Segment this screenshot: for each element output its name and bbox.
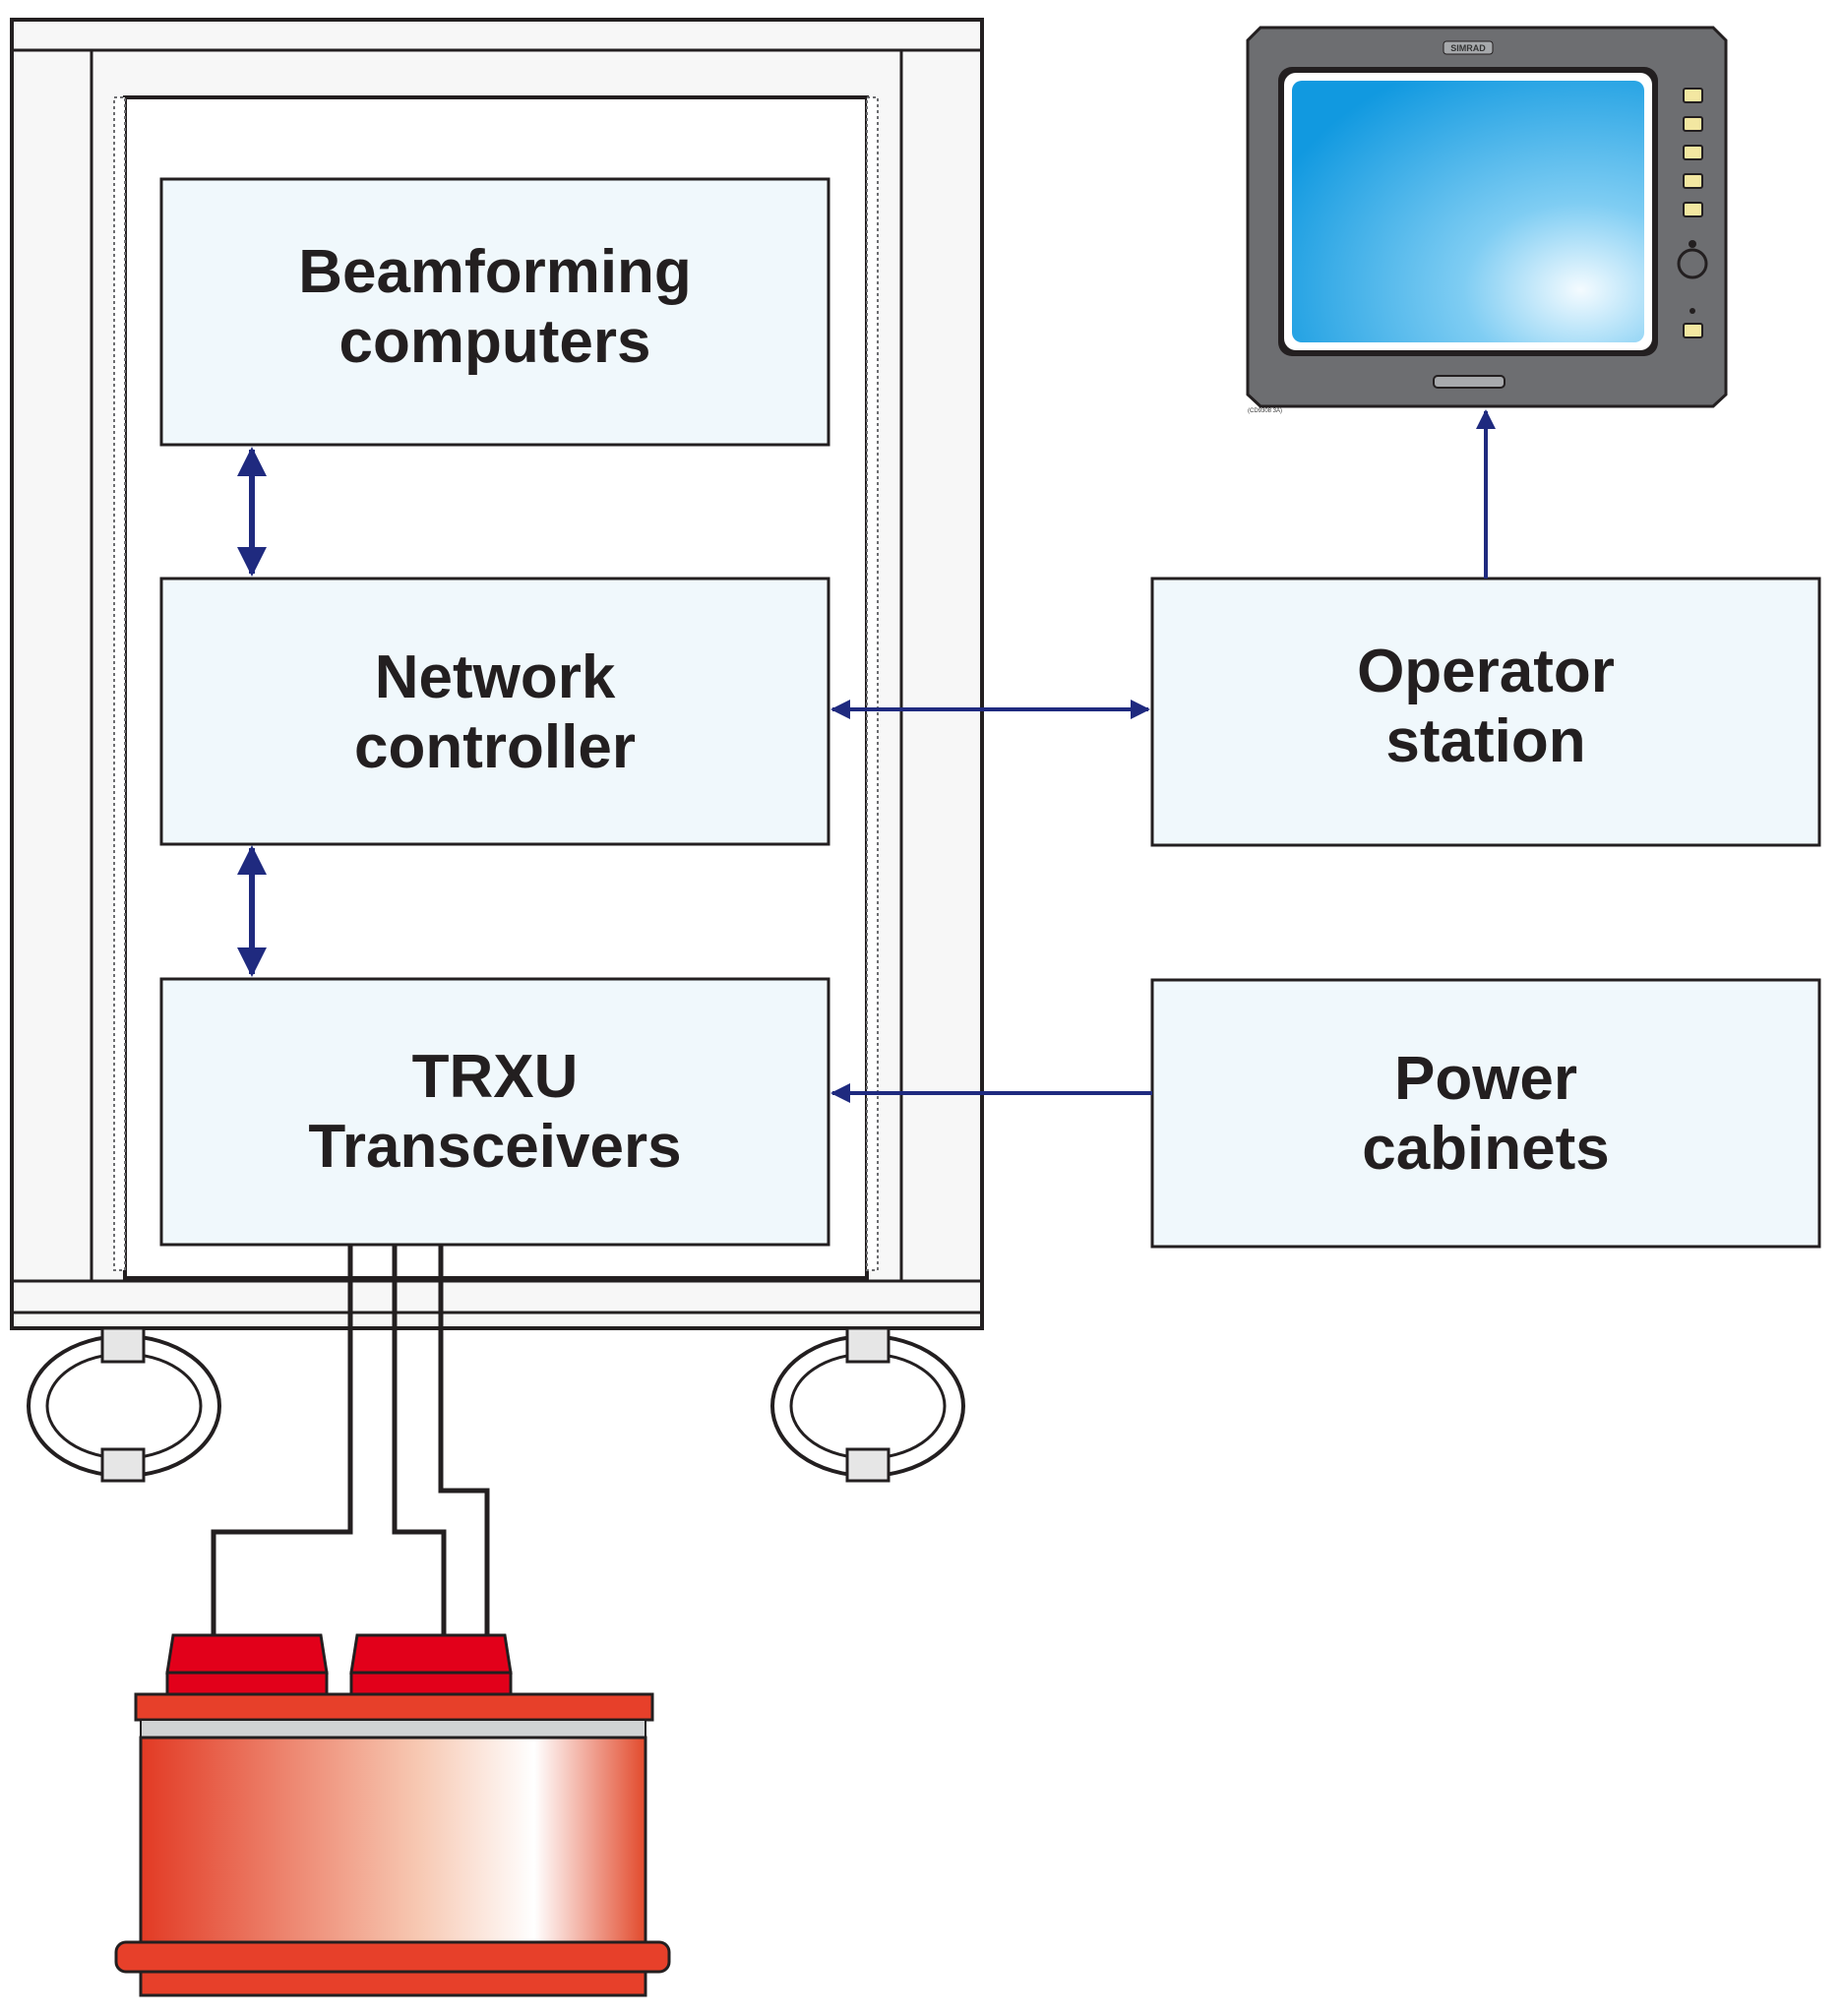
monitor-screen — [1292, 81, 1644, 342]
beamforming-label-line1: Beamforming — [298, 238, 692, 306]
transducer — [114, 1633, 671, 1997]
castor-wheel-left — [27, 1326, 221, 1483]
transducer-cables — [211, 1245, 490, 1635]
network-label-line1: Network — [375, 643, 616, 711]
monitor-knob — [1677, 248, 1708, 279]
power-label-line1: Power — [1394, 1045, 1577, 1113]
castor-wheel-right — [770, 1326, 965, 1483]
network-label-line2: controller — [354, 713, 636, 781]
operator-label-line2: station — [1385, 707, 1585, 775]
power-cabinets-box: Power cabinets — [1150, 978, 1821, 1249]
monitor-side-buttons — [1683, 88, 1703, 338]
network-controller-box: Network controller — [159, 577, 830, 846]
operator-label-line1: Operator — [1357, 638, 1615, 705]
monitor-bottom-handle — [1433, 375, 1505, 389]
beamforming-label-line2: computers — [339, 308, 651, 376]
monitor-part-code: (CD9308 3A) — [1248, 408, 1282, 414]
trxu-transceivers-box: TRXU Transceivers — [159, 977, 830, 1247]
operator-station-box: Operator station — [1150, 577, 1821, 847]
monitor-brand-logo: SIMRAD — [1450, 43, 1486, 53]
power-label-line2: cabinets — [1362, 1115, 1610, 1183]
beamforming-computers-box: Beamforming computers — [159, 177, 830, 447]
trxu-label-line2: Transceivers — [308, 1113, 681, 1181]
display-monitor: SIMRAD (CD9308 3A) — [1246, 26, 1728, 414]
trxu-label-line1: TRXU — [412, 1043, 579, 1111]
